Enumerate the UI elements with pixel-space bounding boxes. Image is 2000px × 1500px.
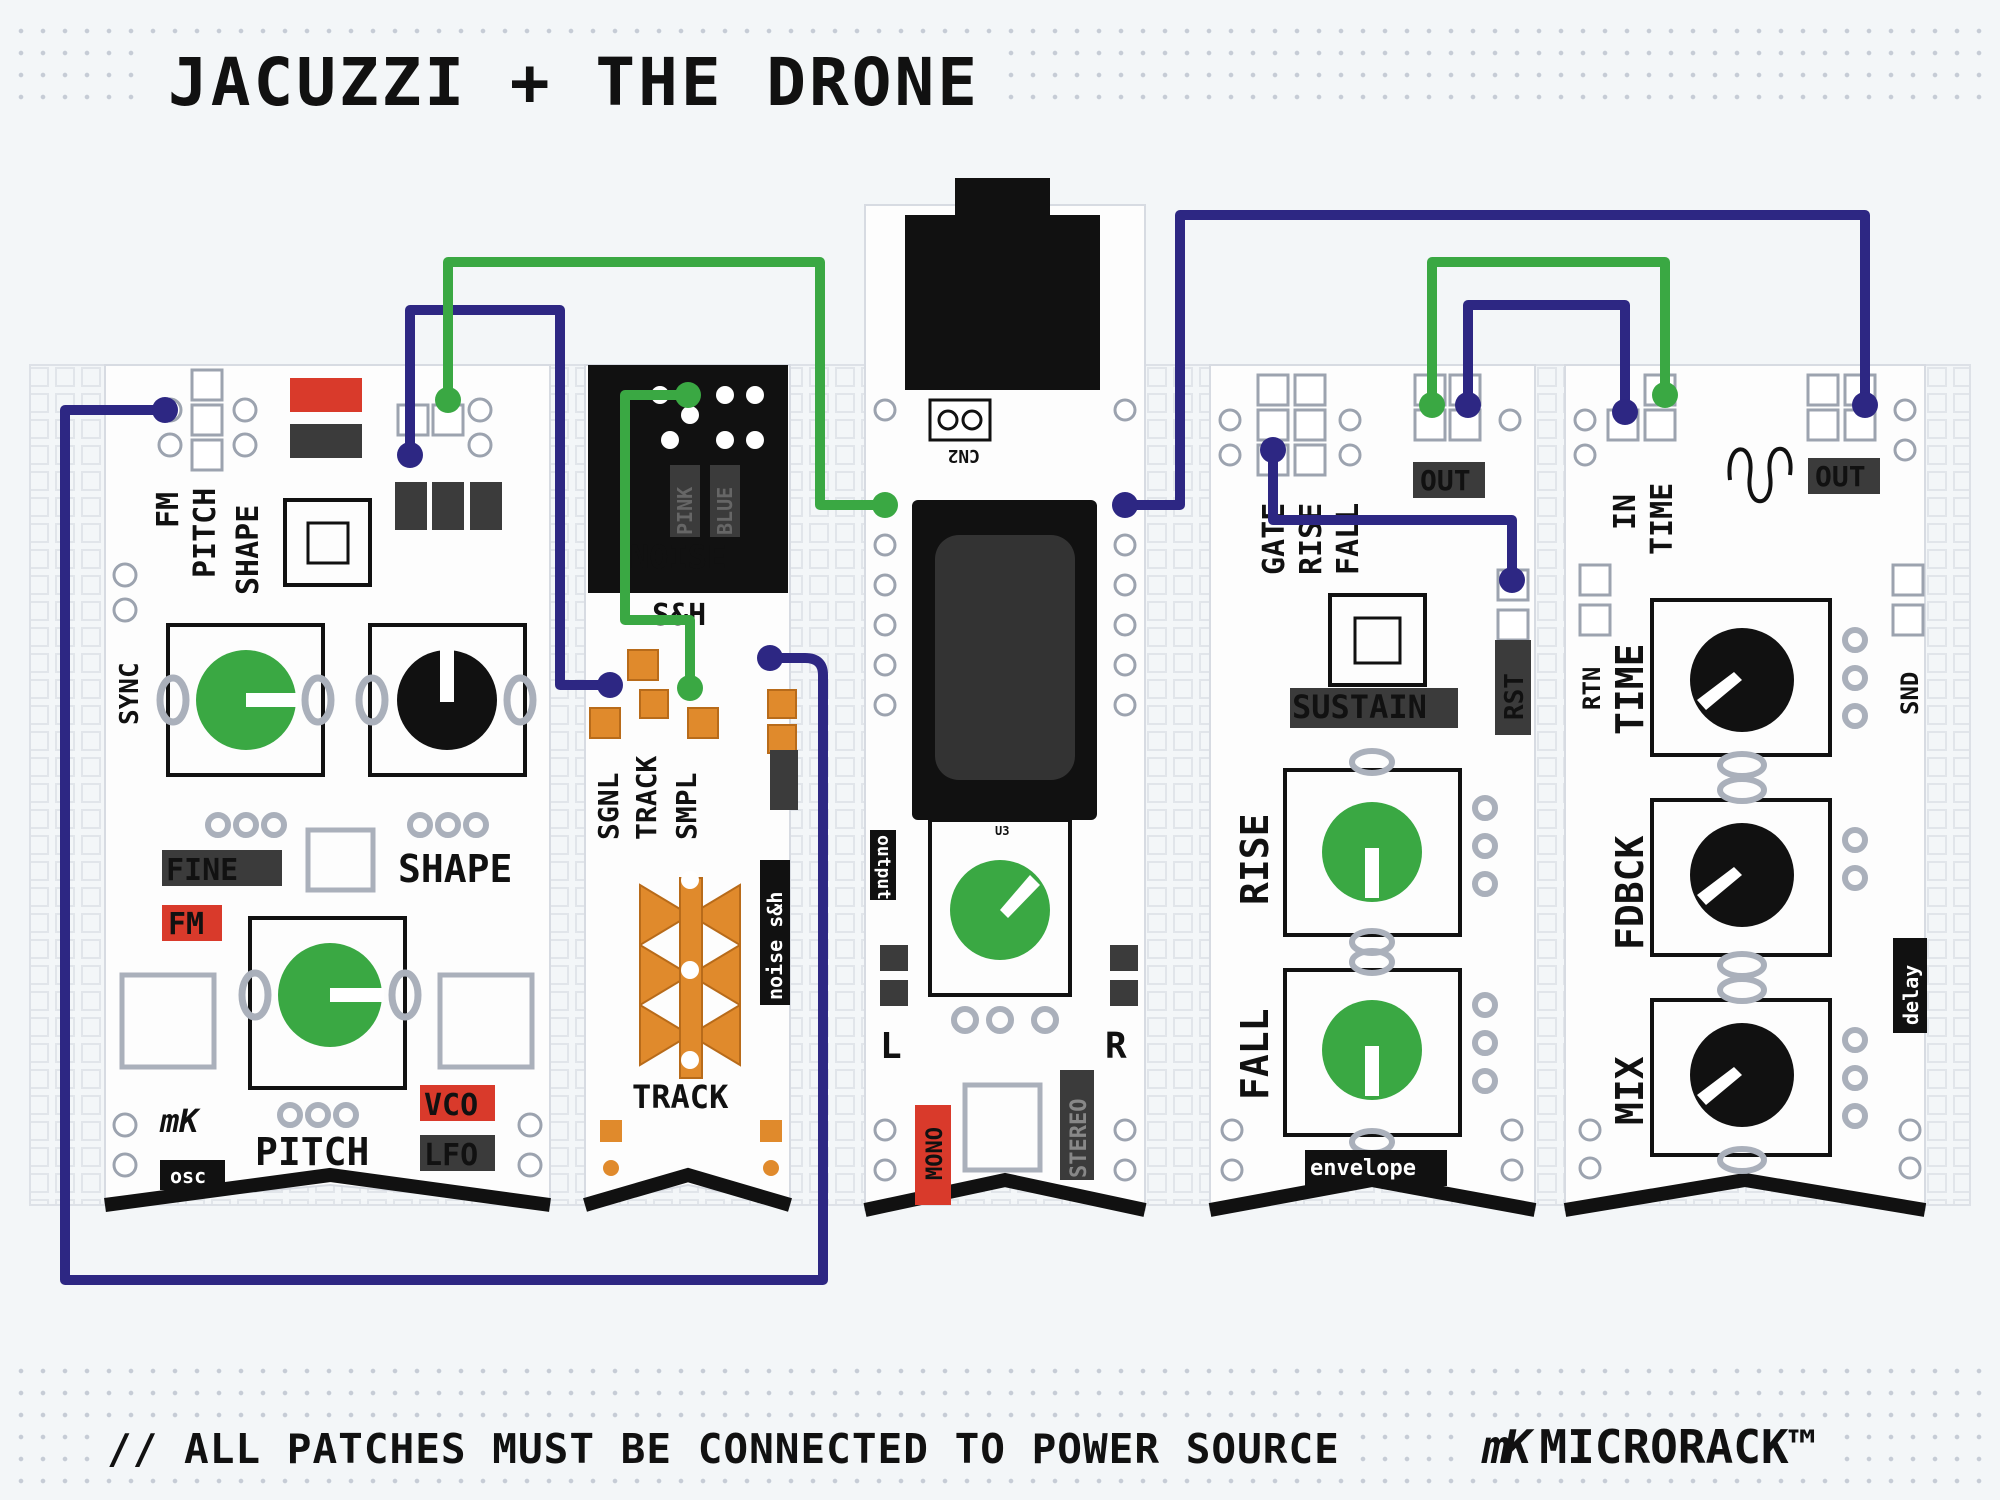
osc-fm-jack-label: FM bbox=[151, 492, 186, 528]
osc-fm-label: FM bbox=[168, 907, 204, 942]
noise-track-jack-label: TRACK bbox=[630, 756, 663, 840]
output-module bbox=[863, 178, 1147, 1217]
delay-module bbox=[1563, 364, 1927, 1217]
env-fall-label: FALL bbox=[1233, 1008, 1277, 1100]
osc-tag: osc bbox=[170, 1164, 206, 1188]
osc-fine-label: FINE bbox=[166, 853, 238, 888]
osc-logo: mK bbox=[159, 1102, 201, 1140]
brand-name: MICRORACK™ bbox=[1539, 1420, 1817, 1474]
osc-vco-label: VCO bbox=[424, 1088, 478, 1123]
cable-blue-env-out-to-in[interactable] bbox=[1463, 300, 1630, 417]
output-right-label: R bbox=[1105, 1026, 1127, 1067]
cable-blue-gate-to-rst[interactable] bbox=[1268, 445, 1517, 585]
noise-smpl-label: SMPL bbox=[670, 773, 703, 840]
brand-logo: mK bbox=[1482, 1420, 1531, 1474]
output-stereo-label: STEREO bbox=[1067, 1099, 1092, 1178]
output-mono-label: MONO bbox=[923, 1127, 948, 1180]
delay-rtn-label: RTN bbox=[1578, 667, 1606, 710]
footer-note: // ALL PATCHES MUST BE CONNECTED TO POWE… bbox=[95, 1425, 1352, 1473]
noise-tag: noise s&h bbox=[763, 892, 787, 1000]
delay-time-jack-label: TIME bbox=[1645, 483, 1680, 555]
cable-green-noise-to-smpl[interactable] bbox=[620, 390, 695, 693]
noise-sgnl-label: SGNL bbox=[592, 773, 625, 840]
brand: mK MICRORACK™ bbox=[1470, 1420, 1829, 1474]
delay-tag: delay bbox=[1899, 965, 1923, 1025]
envelope-module bbox=[1208, 364, 1537, 1217]
noise-track-label: TRACK bbox=[632, 1078, 729, 1116]
delay-in-label: IN bbox=[1608, 494, 1643, 530]
cable-blue-sync-to-sh[interactable] bbox=[60, 405, 828, 1285]
delay-out-label: OUT bbox=[1815, 460, 1866, 493]
output-tag: output bbox=[873, 835, 894, 900]
patch-cables[interactable] bbox=[60, 210, 1878, 1285]
osc-sync-label: SYNC bbox=[115, 662, 145, 725]
env-rise-jack-label: RISE bbox=[1294, 503, 1329, 575]
osc-pitch-jack-label: PITCH bbox=[188, 488, 223, 578]
noise-title: NOISE bbox=[630, 538, 726, 576]
delay-snd-label: SND bbox=[1896, 672, 1924, 715]
noise-pink-label: PINK bbox=[673, 487, 697, 535]
osc-shape-label: SHAPE bbox=[398, 847, 512, 891]
output-cn2-label: CN2 bbox=[947, 445, 980, 466]
noise-blue-label: BLUE bbox=[713, 487, 737, 535]
output-chip-label: U3 bbox=[995, 824, 1009, 838]
env-out-label: OUT bbox=[1420, 464, 1471, 497]
env-sustain-label: SUSTAIN bbox=[1292, 688, 1427, 726]
delay-fdbck-label: FDBCK bbox=[1608, 835, 1652, 950]
osc-lfo-label: LFO bbox=[424, 1138, 478, 1173]
osc-shape-jack-label: SHAPE bbox=[231, 505, 266, 595]
env-tag: envelope bbox=[1310, 1156, 1416, 1181]
cable-green-shape-to-output[interactable] bbox=[443, 257, 890, 510]
cable-green-env-out-to-time[interactable] bbox=[1427, 257, 1670, 410]
osc-module bbox=[104, 364, 551, 1212]
output-left-label: L bbox=[880, 1026, 902, 1067]
cable-blue-output-to-delay-out[interactable] bbox=[1120, 210, 1870, 510]
delay-time-label: TIME bbox=[1608, 643, 1652, 735]
env-rise-label: RISE bbox=[1233, 813, 1277, 905]
osc-pitch-label: PITCH bbox=[255, 1130, 369, 1174]
cable-blue-shape-to-sgnl[interactable] bbox=[405, 305, 615, 690]
page-title: JACUZZI + THE DRONE bbox=[150, 44, 998, 121]
delay-mix-label: MIX bbox=[1608, 1056, 1652, 1125]
env-fall-jack-label: FALL bbox=[1331, 503, 1366, 575]
env-rst-label: RST bbox=[1500, 673, 1530, 720]
